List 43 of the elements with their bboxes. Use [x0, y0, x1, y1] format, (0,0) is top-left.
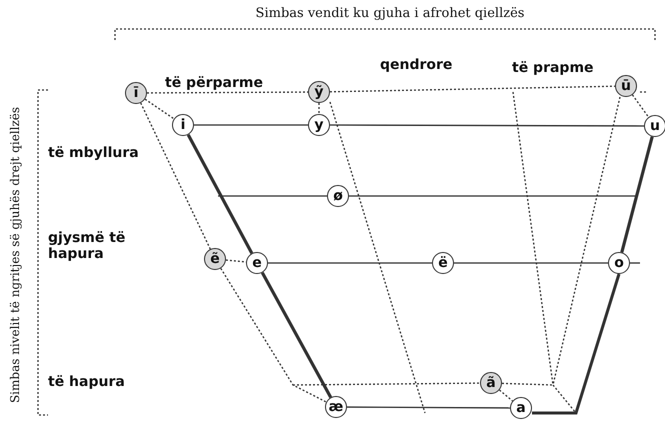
connector-line — [330, 86, 616, 92]
connector-line — [632, 94, 650, 118]
vowel-circle: ỹ — [308, 81, 330, 103]
column-label: qendrore — [380, 57, 452, 73]
connector-line — [454, 262, 608, 264]
axis-label: Simbas vendit ku gjuha i afrohet qiellzës — [256, 6, 524, 21]
connector-line — [194, 124, 308, 126]
connector-line — [226, 259, 246, 263]
vowel-circle: e — [246, 252, 268, 274]
vowel-circle: æ — [325, 396, 347, 418]
vowel-circle: y — [308, 114, 330, 136]
connector-line — [349, 195, 637, 197]
vowel-circle: ī — [125, 82, 147, 104]
vowel-circle: a — [510, 397, 532, 419]
connector-line — [260, 272, 332, 398]
vowel-circle: i — [172, 114, 194, 136]
vowel-circle: u — [644, 115, 665, 137]
connector-line — [218, 195, 327, 197]
axis-label: Simbas nivelit të ngritjes së gjuhës drejt qiellzës — [8, 106, 22, 404]
connector-line — [220, 268, 326, 403]
connector-line — [293, 382, 480, 386]
connector-line — [144, 98, 174, 120]
connector-line — [268, 262, 432, 264]
connector-line — [347, 406, 510, 409]
row-label: gjysmë të hapura — [48, 230, 126, 262]
column-label: të prapme — [512, 60, 594, 76]
connector-line — [147, 91, 308, 94]
vowel-circle: ã — [480, 372, 502, 394]
connector-line — [499, 390, 513, 402]
connector-line — [502, 382, 554, 386]
connector-line — [140, 102, 211, 250]
vowel-circle: ẽ — [204, 248, 226, 270]
vowel-circle: ë — [432, 252, 454, 274]
vowel-circle: ū — [615, 75, 637, 97]
connector-line — [620, 136, 654, 253]
vowel-circle: o — [608, 252, 630, 274]
connector-line — [318, 103, 320, 114]
row-label: të mbyllura — [48, 145, 139, 161]
row-label: të hapura — [48, 374, 125, 390]
connector-line — [186, 134, 254, 254]
vowel-circle: ø — [327, 185, 349, 207]
connector-line — [330, 124, 644, 127]
column-label: të përparme — [165, 75, 263, 91]
